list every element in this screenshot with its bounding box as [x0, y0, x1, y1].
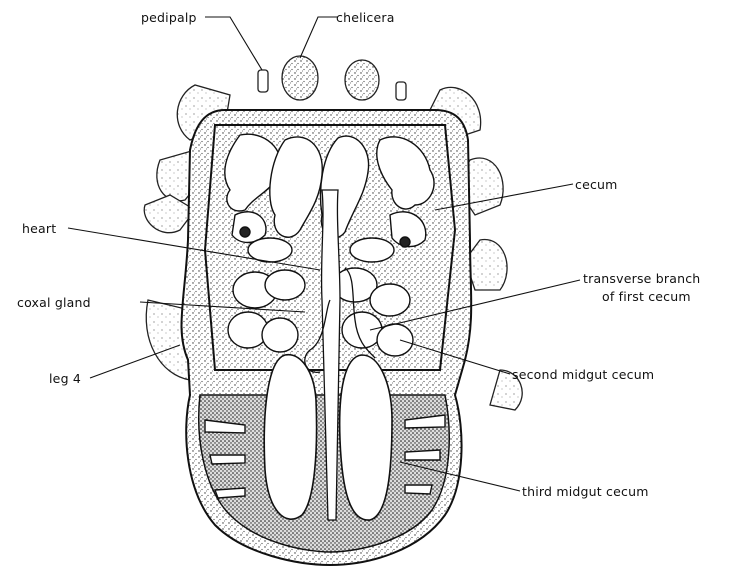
label-chelicera: chelicera	[336, 10, 395, 25]
label-leg-4: leg 4	[49, 371, 81, 386]
label-coxal-gland: coxal gland	[17, 295, 91, 310]
label-transverse-branch-line2: of first cecum	[602, 289, 691, 304]
label-cecum: cecum	[575, 177, 618, 192]
label-second-midgut-cecum: second midgut cecum	[512, 367, 654, 382]
label-transverse-branch-line1: transverse branch	[583, 271, 700, 286]
chelicerae	[258, 56, 406, 100]
label-third-midgut-cecum: third midgut cecum	[522, 484, 649, 499]
label-pedipalp: pedipalp	[141, 10, 197, 25]
label-heart: heart	[22, 221, 56, 236]
